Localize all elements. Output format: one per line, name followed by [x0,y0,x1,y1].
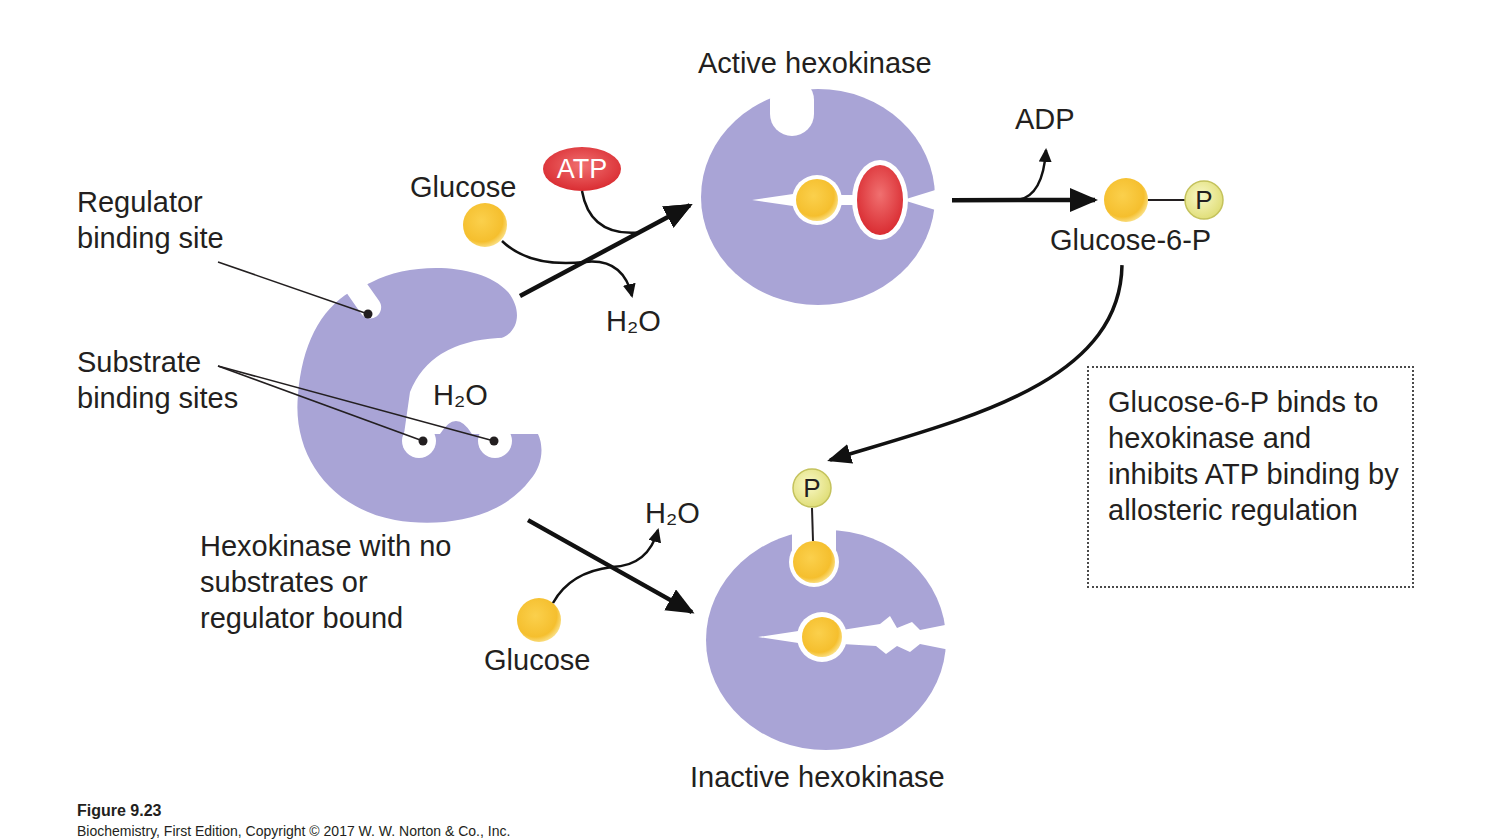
leader-line [218,366,423,441]
substrate-label: Glucose [410,169,540,205]
substrate-label: Glucose [484,642,614,678]
substrate-pocket [792,175,842,225]
glucose-molecule [463,203,507,247]
water-label: H₂O [433,377,513,413]
atp-molecule: ATP [543,147,621,191]
leader-line [218,262,368,314]
atp-ellipse [543,147,621,191]
product-label: H₂O [645,495,725,531]
enzyme-group [297,268,600,523]
enzyme-cleft [903,187,945,213]
leader-dot [419,437,428,446]
glucose-molecule [517,598,561,642]
input-curve [553,567,612,603]
phosphate-circle [1185,181,1223,219]
enzyme-cleft [404,334,600,434]
phosphate-node: P [792,468,832,508]
phosphate-bond [1148,199,1186,201]
hexokinase-active-outline [700,88,940,308]
leader-dot [490,437,499,446]
enzyme-title: Inactive hexokinase [690,759,990,795]
hexokinase-active: Active hexokinase [700,88,940,308]
water-release-arrow [612,530,658,567]
reaction-arrow [582,191,690,233]
reaction-arrow [520,205,690,296]
hexokinase-free: H₂O [298,268,548,526]
enzyme-group [706,518,950,750]
bound-glucose [802,617,842,657]
enzyme-body [701,89,935,305]
bound-glucose [796,179,838,221]
hexokinase-inactive: Inactive hexokinase [704,528,950,754]
molecule-name: Glucose-6-P [1050,222,1250,258]
input-curve [502,241,585,263]
atp-label: ATP [543,147,621,191]
regulator-site [339,269,386,323]
hexokinase-inactive-outline [704,528,950,754]
substrate-pocket [478,424,512,458]
reaction-arrow [952,198,1095,203]
bound-glucose [793,541,835,583]
note-text: Glucose-6-P binds to hexokinase and inhi… [1108,384,1403,528]
adp-release-arrow [1018,150,1046,200]
figure-caption: Figure 9.23 [77,801,377,821]
leader-dot [364,310,373,319]
part-label: Substrate binding sites [77,344,277,416]
glucose-molecule [1104,178,1148,222]
leader-line [218,366,494,441]
copyright-line: Biochemistry, First Edition, Copyright ©… [77,822,837,840]
water-release-arrow [585,262,632,296]
part-label: Regulator binding site [77,184,257,256]
substrate-pocket [402,424,436,458]
product-label: ADP [1015,101,1105,137]
regulator-site [789,537,839,587]
bound-atp [857,165,903,235]
substrate-pocket [797,612,847,662]
regulator-site [770,78,814,136]
state-label: Hexokinase with no substrates or regulat… [200,528,475,636]
hexokinase-free-outline [298,268,548,526]
note-box: Glucose-6-P binds to hexokinase and inhi… [1087,366,1414,588]
product-label: H₂O [606,303,686,339]
substrate-pocket [852,160,908,240]
enzyme-group [701,78,945,305]
reaction-arrow [830,265,1122,460]
glucose-6-p-molecule: Glucose-6-PP [1050,175,1230,260]
phosphate-bond [812,508,813,541]
phosphate-node: P [1184,180,1224,220]
phosphate-circle [793,469,831,507]
phosphate-label: P [1184,180,1224,220]
phosphate-label: P [792,468,832,508]
distorted-atp-site [842,616,950,654]
enzyme-title: Active hexokinase [698,45,998,81]
reaction-arrow [528,520,692,612]
